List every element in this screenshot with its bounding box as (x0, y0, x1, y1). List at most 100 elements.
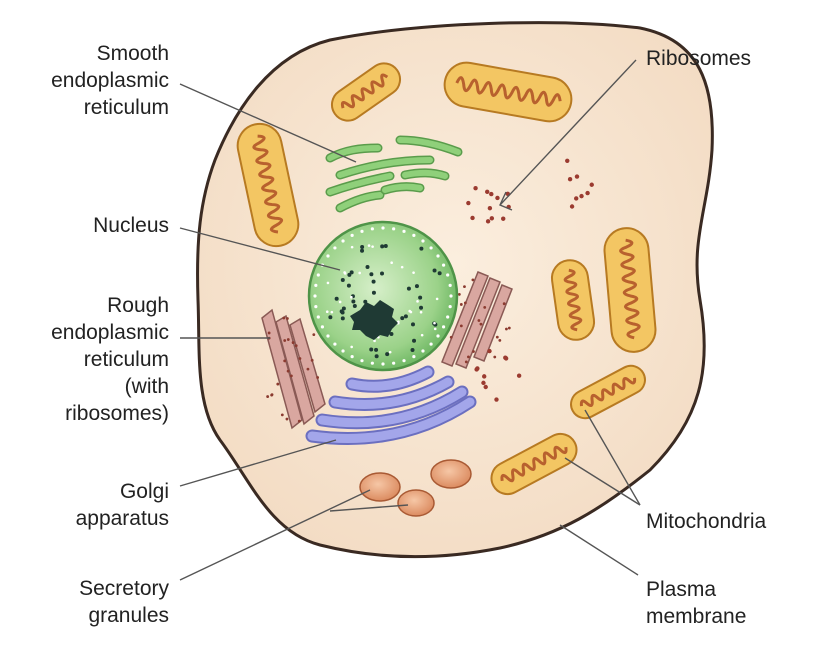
nuclear-pore (435, 297, 439, 301)
nuclear-pore (433, 321, 436, 325)
ribosome-dot (473, 186, 478, 191)
chromatin-dot (380, 271, 385, 276)
ribosome-dot (482, 374, 487, 379)
nuclear-pore (449, 294, 453, 298)
ribosome-dot (487, 348, 492, 354)
nuclear-pore (392, 361, 396, 365)
label-rough-er: Rough endoplasmic reticulum (with riboso… (51, 294, 169, 425)
er-ribosome-dot (270, 393, 274, 397)
er-ribosome-dot (463, 301, 467, 305)
nuclear-pore (370, 227, 374, 231)
ribosome-dot (503, 356, 509, 361)
ribosome-dot (485, 219, 491, 224)
nuclear-pore (400, 265, 404, 269)
nuclear-pore (441, 325, 446, 329)
ribosome-dot (494, 397, 499, 402)
nuclear-pore (360, 359, 364, 363)
nuclear-pore (371, 245, 374, 248)
free-ribosomes (466, 158, 594, 402)
ribosome-dot (516, 373, 522, 378)
nuclear-pore (446, 273, 450, 277)
chromatin-dot (419, 305, 424, 310)
er-ribosome-dot (297, 419, 301, 423)
er-ribosome-dot (291, 341, 295, 344)
chromatin-dot (403, 314, 408, 319)
label-ribosomes: Ribosomes (646, 47, 752, 70)
label-nucleus: Nucleus (93, 214, 169, 237)
er-ribosome-dot (294, 344, 298, 348)
er-ribosome-dot (495, 335, 499, 339)
nuclear-pore (314, 305, 318, 309)
nuclear-pore (333, 342, 337, 346)
ribosome-dot (489, 216, 495, 221)
leader-lines (179, 59, 641, 581)
er-ribosome-dot (286, 369, 290, 373)
er-ribosome-dot (280, 413, 284, 417)
chromatin-dot (414, 284, 419, 289)
nuclear-pore (448, 305, 452, 309)
chromatin-dot (389, 331, 394, 336)
ribosome-dot (501, 216, 506, 221)
leader-plasma (559, 524, 639, 576)
nuclear-pore (412, 233, 416, 238)
chromatin-dot (374, 347, 379, 352)
chromatin-dot (341, 306, 346, 311)
chromatin-dot (383, 243, 388, 248)
smooth-er (325, 135, 463, 213)
nuclear-pore (367, 244, 371, 247)
ribosome-dot (474, 367, 479, 372)
nuclear-pore (436, 334, 440, 338)
er-ribosome-dot (316, 376, 320, 379)
nuclear-pore (402, 229, 406, 233)
ribosome-dot (574, 196, 579, 201)
chromatin-dot (418, 295, 423, 300)
er-ribosome-dot (493, 355, 497, 359)
er-ribosome-dot (463, 285, 466, 289)
ribosomes-arrowhead (499, 191, 513, 211)
nuclear-pore (420, 333, 424, 337)
chromatin-dot (328, 315, 333, 320)
ribosome-dot (485, 189, 490, 195)
nuclear-pore (326, 281, 330, 285)
nuclear-pore (358, 271, 361, 275)
nuclear-pore (392, 227, 396, 231)
chromatin-dot (360, 248, 365, 253)
nuclear-pore (381, 226, 385, 230)
nuclear-pore (338, 300, 342, 304)
nuclear-pore (390, 261, 393, 265)
nuclear-pore (326, 254, 330, 258)
ribosome-dot (487, 205, 493, 211)
label-mitochondria: Mitochondria (646, 510, 767, 533)
ribosome-dot (585, 190, 590, 196)
chromatin-dot (369, 347, 374, 352)
er-ribosome-dot (285, 417, 289, 421)
chromatin-dot (340, 310, 345, 315)
er-ribosome-dot (502, 302, 506, 306)
chromatin-dot (369, 272, 374, 277)
nuclear-pore (416, 300, 419, 303)
ribosome-dot (495, 195, 500, 201)
er-ribosome-dot (464, 360, 468, 364)
er-ribosome-dot (310, 358, 314, 362)
leader-nucleus (179, 227, 341, 271)
mitochondrion-7 (490, 432, 578, 496)
nuclear-pore (448, 283, 452, 287)
secretory-granules (359, 459, 472, 517)
mitochondrion-1 (330, 62, 402, 122)
nuclear-pore (429, 342, 433, 346)
ribosome-dot (489, 191, 494, 197)
er-ribosome-dot (459, 324, 463, 328)
mitochondrion-2 (443, 61, 573, 123)
nuclear-pore (350, 245, 354, 249)
er-ribosome-dot (507, 326, 511, 330)
chromatin-dot (374, 354, 379, 359)
ribosome-dot (481, 380, 486, 386)
chromatin-dot (432, 268, 437, 273)
leader-smooth-er (179, 83, 357, 163)
ribosome-dot (567, 177, 573, 182)
chromatin-dot (360, 245, 365, 250)
nuclear-pore (350, 233, 354, 238)
chromatin-dot (340, 277, 345, 282)
